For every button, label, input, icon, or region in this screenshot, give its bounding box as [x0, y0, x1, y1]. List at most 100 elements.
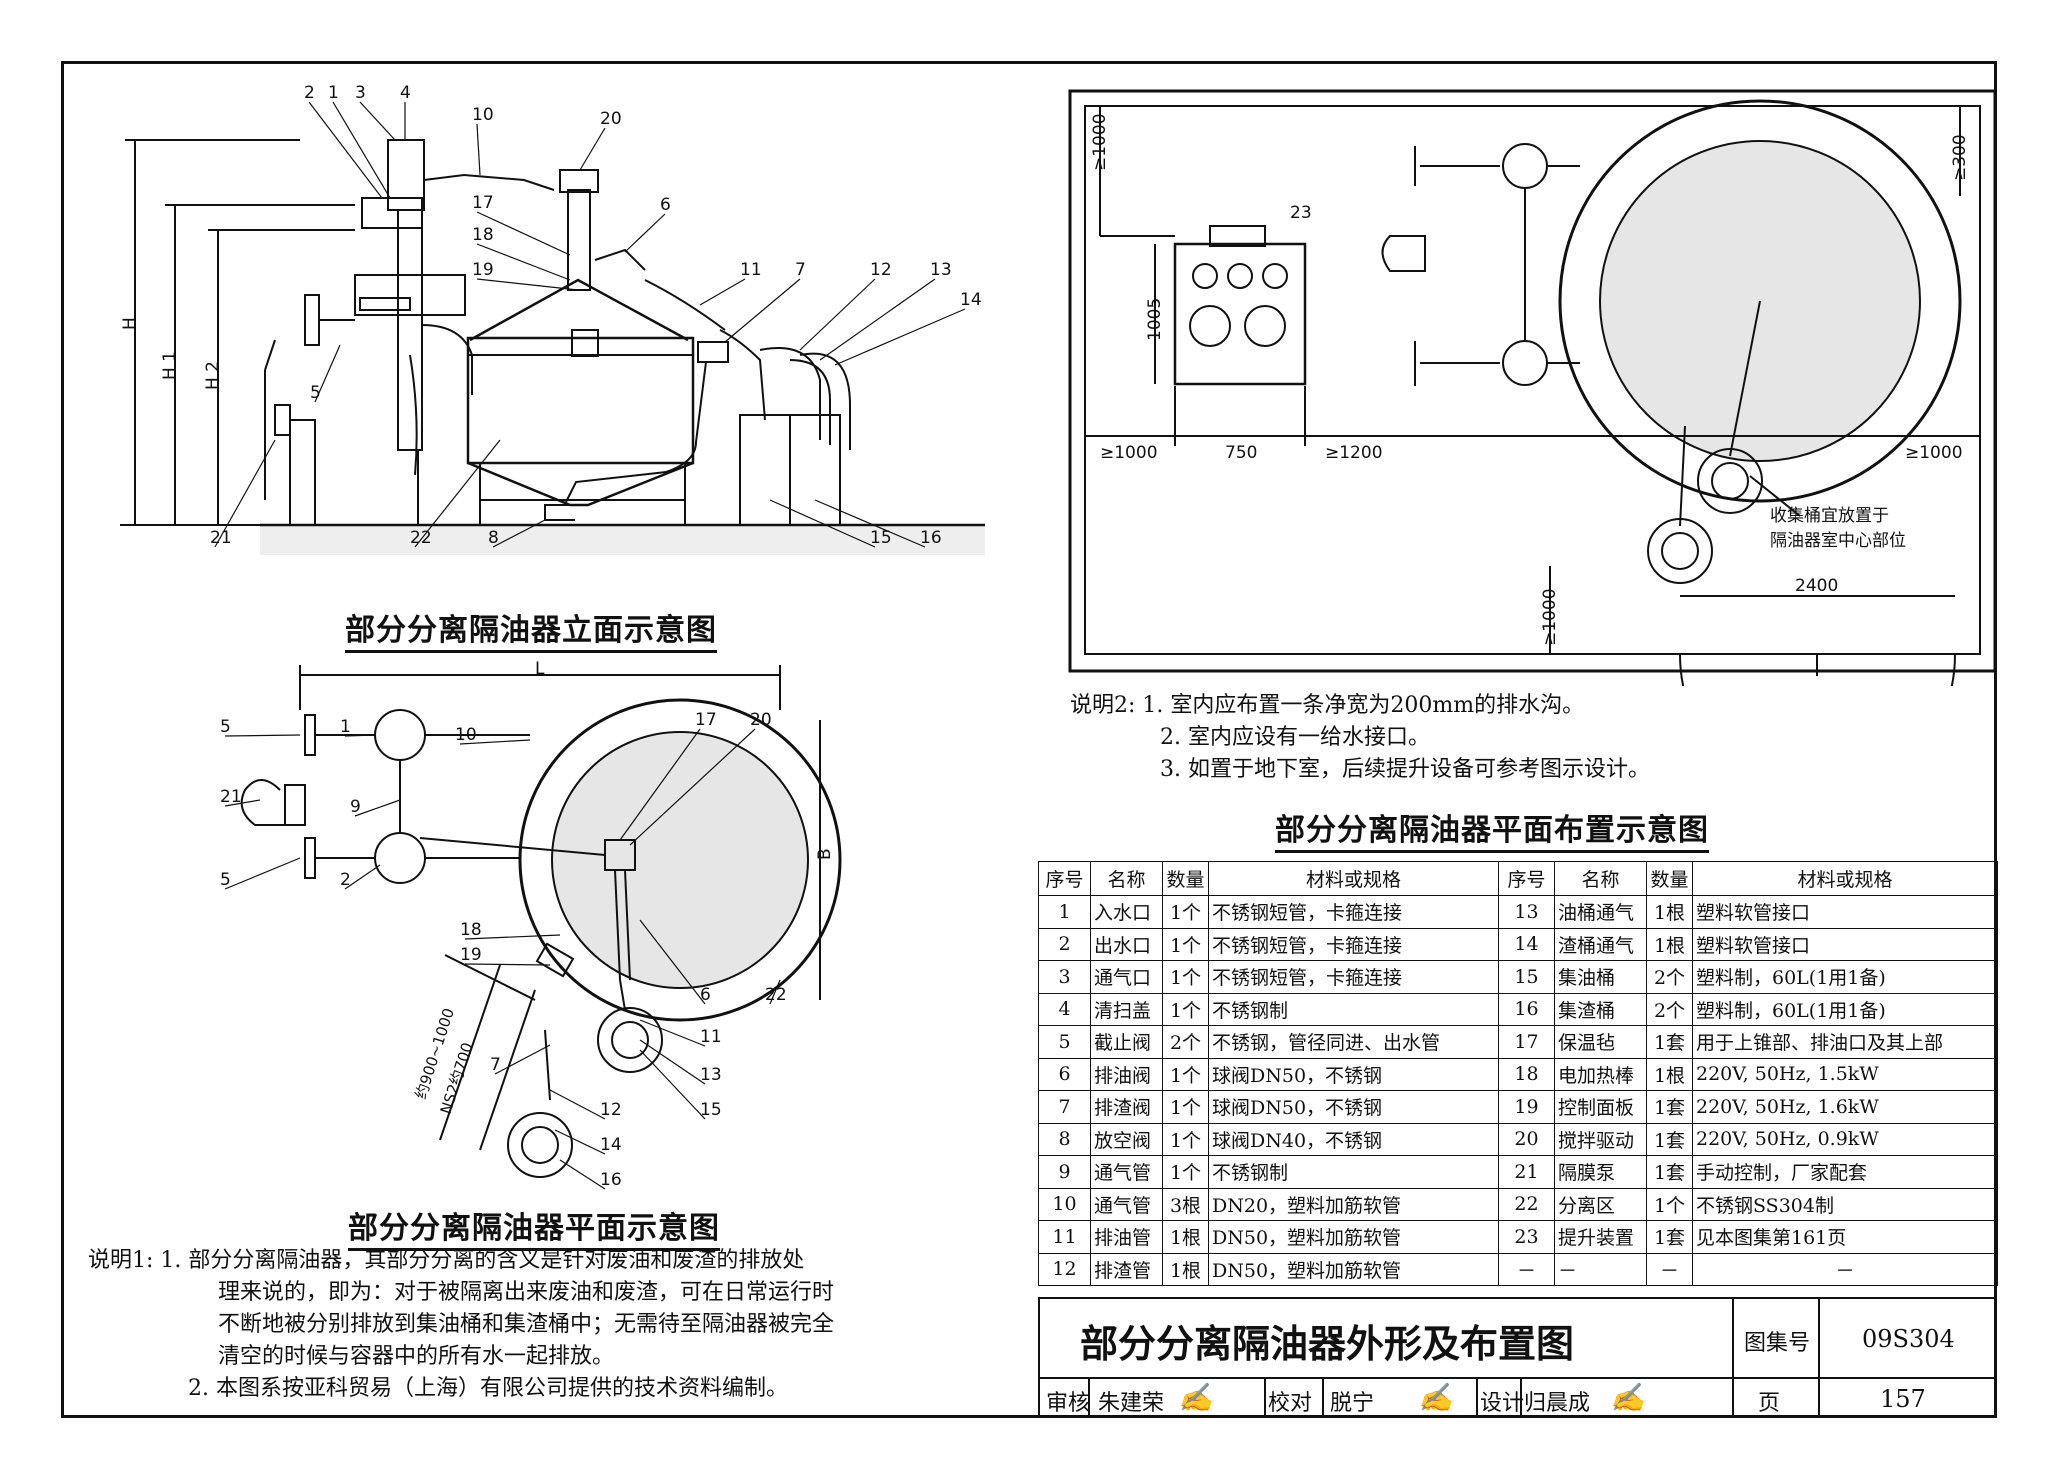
table-cell: 球阀DN50，不锈钢 [1208, 1057, 1499, 1091]
table-cell: 8 [1038, 1122, 1091, 1156]
table-cell: DN50，塑料加筋软管 [1208, 1220, 1499, 1254]
dim-top-right: ≥300 [1950, 134, 1970, 181]
callout-number: 13 [700, 1065, 722, 1085]
table-cell: 1个 [1162, 960, 1209, 994]
table-cell: 9 [1038, 1155, 1091, 1189]
table-cell: 1个 [1162, 927, 1209, 961]
table-cell: 21 [1498, 1155, 1555, 1189]
dim-h2: H 2 [203, 361, 223, 390]
table-cell: 18 [1498, 1057, 1555, 1091]
parts-table-header-cell: 数量 [1646, 861, 1693, 896]
table-cell: 集油桶 [1554, 960, 1647, 994]
table-cell: 放空阀 [1090, 1122, 1163, 1156]
callout-number: 1 [328, 83, 339, 103]
table-cell: 1根 [1646, 927, 1693, 961]
callout-number: 6 [700, 985, 711, 1005]
table-cell: 19 [1498, 1090, 1555, 1124]
table-cell: 提升装置 [1554, 1220, 1647, 1254]
dim-bot-b: 750 [1225, 443, 1257, 463]
parts-table-header-cell: 名称 [1554, 861, 1647, 896]
drawing-title: 部分分离隔油器外形及布置图 [1080, 1322, 1575, 1366]
notes-1: 说明1: 1. 部分分离隔油器，其部分分离的含义是针对废油和废渣的排放处 理来说… [88, 1245, 834, 1405]
review-label: 审核 [1046, 1391, 1091, 1416]
table-cell: 3根 [1162, 1187, 1209, 1221]
notes-1-line: 2. 本图系按亚科贸易（上海）有限公司提供的技术资料编制。 [188, 1376, 788, 1401]
notes-2-item: 3. 如置于地下室，后续提升设备可参考图示设计。 [1160, 757, 1650, 782]
callout-number: 15 [870, 528, 892, 548]
designer-name: 归晨成 [1524, 1391, 1591, 1416]
callout-number: 21 [210, 528, 232, 548]
callout-number: 5 [310, 383, 321, 403]
page-label: 页 [1758, 1391, 1781, 1416]
design-label: 设计 [1480, 1391, 1525, 1416]
table-cell: 保温毡 [1554, 1025, 1647, 1059]
atlas-no-cell: 09S304 [1818, 1297, 1997, 1379]
callout-number: 15 [700, 1100, 722, 1120]
table-cell: 1套 [1646, 1025, 1693, 1059]
table-cell: 1套 [1646, 1122, 1693, 1156]
table-cell: 15 [1498, 960, 1555, 994]
callout-number: 7 [795, 260, 806, 280]
title-block-signature-row: 审核 朱建荣 ✍ 校对 脱宁 ✍ 设计 归晨成 ✍ 页 157 [1038, 1377, 1997, 1418]
table-cell: 1个 [1162, 1122, 1209, 1156]
table-cell: 1个 [1162, 895, 1209, 929]
dim-door: 2400 [1795, 576, 1838, 596]
callout-number: 19 [472, 260, 494, 280]
callout-number: 13 [930, 260, 952, 280]
notes-1-line: 不断地被分别排放到集油桶和集渣桶中；无需待至隔油器被完全 [218, 1312, 835, 1337]
dim-bot-right: ≥1000 [1905, 443, 1963, 463]
table-cell: 2个 [1646, 992, 1693, 1026]
atlas-label: 图集号 [1744, 1331, 1811, 1356]
table-cell: 隔膜泵 [1554, 1155, 1647, 1189]
parts-table-header-cell: 材料或规格 [1208, 861, 1499, 896]
callout-number: 2 [304, 83, 315, 103]
sheet-border [61, 61, 1997, 1418]
notes-1-line: 理来说的，即为：对于被隔离出来废油和废渣，可在日常运行时 [218, 1280, 835, 1305]
table-cell: 6 [1038, 1057, 1091, 1091]
dim-h: H [120, 317, 140, 330]
table-cell: 1根 [1162, 1252, 1209, 1286]
table-cell: 搅拌驱动 [1554, 1122, 1647, 1156]
table-cell: － [1692, 1252, 1998, 1286]
callout-number: 20 [750, 710, 772, 730]
notes-2: 说明2: 1. 室内应布置一条净宽为200mm的排水沟。 2. 室内应设有一给水… [1070, 690, 1650, 786]
table-cell: 球阀DN40，不锈钢 [1208, 1122, 1499, 1156]
reviewer-signature: ✍ [1178, 1381, 1213, 1414]
page-number: 157 [1880, 1385, 1926, 1413]
dim-bot-c: ≥1200 [1325, 443, 1383, 463]
callout-number: 16 [600, 1170, 622, 1190]
callout-number: 11 [700, 1027, 722, 1047]
parts-table-header-cell: 名称 [1090, 861, 1163, 896]
table-cell: 排油阀 [1090, 1057, 1163, 1091]
callout-number: 2 [340, 870, 351, 890]
reviewer-name: 朱建荣 [1098, 1391, 1165, 1416]
callout-number: 7 [490, 1055, 501, 1075]
table-cell: 渣桶通气 [1554, 927, 1647, 961]
dim-b: B [815, 848, 835, 860]
table-cell: 1个 [1646, 1187, 1693, 1221]
table-cell: 220V, 50Hz, 1.5kW [1692, 1057, 1998, 1091]
table-cell: 23 [1498, 1220, 1555, 1254]
table-cell: 12 [1038, 1252, 1091, 1286]
layout-title: 部分分离隔油器平面布置示意图 [1275, 805, 1709, 853]
table-cell: 10 [1038, 1187, 1091, 1221]
notes-2-label: 说明2: [1070, 693, 1136, 718]
table-cell: 球阀DN50，不锈钢 [1208, 1090, 1499, 1124]
table-cell: 5 [1038, 1025, 1091, 1059]
room-layout-drawing: ≥1000 1005 ≥300 ≥1000 750 ≥1200 ≥1000 ≥1… [1068, 89, 1997, 686]
table-cell: 11 [1038, 1220, 1091, 1254]
table-cell: 1根 [1646, 1057, 1693, 1091]
title-block-title-cell: 部分分离隔油器外形及布置图 [1038, 1297, 1734, 1379]
parts-table-header-cell: 材料或规格 [1692, 861, 1998, 896]
table-cell: 塑料软管接口 [1692, 927, 1998, 961]
table-cell: 手动控制，厂家配套 [1692, 1155, 1998, 1189]
dim-mid-left: 1005 [1145, 298, 1165, 341]
table-cell: 17 [1498, 1025, 1555, 1059]
